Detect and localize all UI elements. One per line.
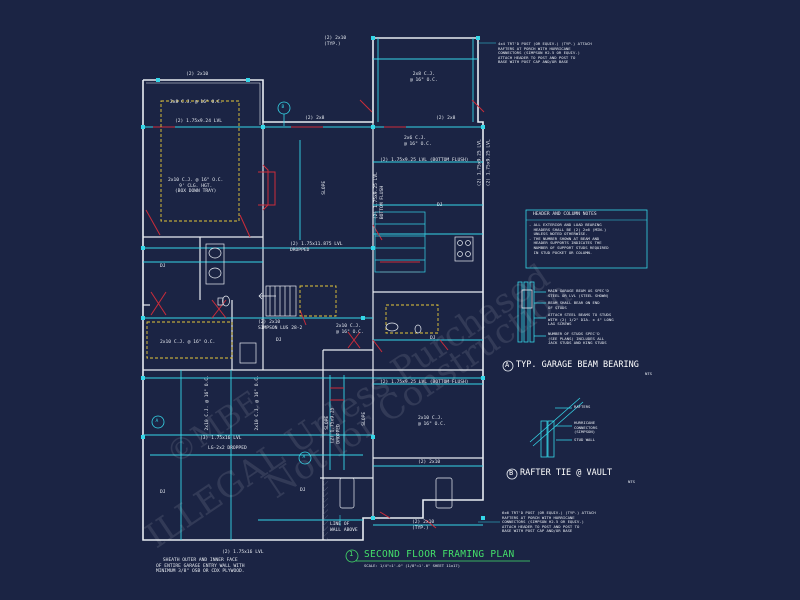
label-dj-4: DJ xyxy=(430,336,436,341)
hatched-wall xyxy=(323,478,328,540)
detail-b-note-1: RAFTERS xyxy=(574,404,591,409)
label-lvl-bottom-flush-1: (2) 1.75x9.25 LVL (BOTTOM FLUSH) xyxy=(380,158,469,163)
stair xyxy=(258,211,426,317)
label-cj-mid: 2x10 C.J. @ 16" O.C. xyxy=(336,324,364,335)
section-tag-b: B xyxy=(281,105,285,110)
header-notes-title: HEADER AND COLUMN NOTES xyxy=(533,212,597,217)
label-lvl-upper: (2) 1.75x9.24 LVL xyxy=(175,119,223,124)
label-vert-garage-1: 2x10 C.J. @ 16" O.C. xyxy=(204,375,210,431)
posts xyxy=(141,36,485,520)
label-top-header-mid: (2) 2x8 xyxy=(305,116,325,121)
label-lvl-dropped-mid: (2) 1.75x11.875 LVL DROPPED xyxy=(290,242,343,253)
label-lvl-bottom-flush-2: (2) 1.75x9.25 LVL (BOTTOM FLUSH) xyxy=(380,380,469,385)
label-cj-porch-top: 2x8 C.J. @ 16" O.C. xyxy=(410,72,438,83)
label-line-of-wall: LINE OF WALL ABOVE xyxy=(330,522,358,533)
detail-a-note-1: MAIN GARAGE BEAM AS SPEC'D STEEL OR LVL … xyxy=(548,288,609,298)
beam-lines xyxy=(143,38,483,540)
label-top-header-right: (2) 2x8 xyxy=(436,116,456,121)
label-dj-3: DJ xyxy=(276,338,282,343)
header-notes-body: - ALL EXTERIOR AND LOAD BEARING HEADERS … xyxy=(529,222,609,255)
detail-b-title: RAFTER TIE @ VAULT xyxy=(520,468,613,478)
exterior-walls xyxy=(142,37,484,541)
detail-b-scale: NTS xyxy=(628,479,636,484)
detail-a-tag: A xyxy=(505,361,510,369)
label-slope-1: SLOPE xyxy=(322,180,328,195)
drawing-title: SECOND FLOOR FRAMING PLAN xyxy=(364,549,515,560)
drawing-scale-note: SCALE: 1/4"=1'-0" (1/8"=1'-0" SHEET 11x1… xyxy=(364,563,461,568)
label-cj-tray: 2x10 C.J. @ 16" O.C. 9' CLG. HGT. (BOX D… xyxy=(168,178,224,195)
section-tag-a-left: A xyxy=(155,419,159,424)
label-hdr-bottom: (2) 2x10 (TYP.) xyxy=(412,520,435,531)
label-top-header-left: (2) 2x10 xyxy=(186,72,209,77)
label-vert-garage-2: 2x10 C.J. @ 16" O.C. xyxy=(254,375,260,431)
label-vert-right-1: (2) 1.75x9.25 LVL xyxy=(477,139,483,187)
leaders xyxy=(339,42,500,526)
label-glulam-garage: LG-2x2 DROPPED xyxy=(208,446,247,451)
label-cj-right-upper: 2x6 C.J. @ 16" O.C. xyxy=(404,136,432,147)
fixtures xyxy=(205,236,474,509)
label-lvl-bottom-left: (2) 1.75x16 LVL xyxy=(222,550,264,555)
tray-outlines xyxy=(146,100,439,359)
label-cj-left-mid: 2x10 C.J. @ 16" O.C. xyxy=(160,340,216,345)
detail-a-note-2: BEAM SHALL BEAR ON END OF STUDS xyxy=(548,300,600,310)
sheath-note: SHEATH OUTER AND INNER FACE OF ENTIRE GA… xyxy=(156,558,245,575)
detail-a-scale: NTS xyxy=(645,371,653,376)
label-vert-right-2: (2) 1.75x9.25 LVL xyxy=(486,139,492,187)
label-dj-2: DJ xyxy=(160,490,166,495)
section-tags xyxy=(151,101,312,465)
detail-a-note-4: NUMBER OF STUDS SPEC'D (SEE PLANS) INCLU… xyxy=(548,331,607,346)
detail-b-tag: B xyxy=(509,469,514,477)
label-hdr-lower-right: (2) 2x10 xyxy=(418,460,441,465)
detail-a-note-3: ATTACH STEEL BEAMS TO STUDS WITH (2) 1/2… xyxy=(548,312,614,327)
label-vert-lower-mid: (2) 1.75x9.25 DROPPED xyxy=(330,407,341,444)
detail-b-note-3: STUD WALL xyxy=(574,437,596,442)
label-vert-mid: (2) 1.75x9.25 LVL BOTTOM FLUSH xyxy=(373,172,385,220)
post-note-top: 4x4 TRT'D POST (OR EQUIV.) (TYP.) ATTACH… xyxy=(498,41,592,65)
post-note-bottom: 6x6 TRT'D POST (OR EQUIV.) (TYP.) ATTACH… xyxy=(502,510,596,534)
detail-b-drawing xyxy=(529,397,584,458)
label-lvl-garage: (3) 1.75x16 LVL xyxy=(200,436,242,441)
section-tag-a-right: A xyxy=(302,455,306,460)
drawing-title-number: 1 xyxy=(349,550,354,558)
label-typ-header: (2) 2x10 (TYP.) xyxy=(324,36,347,47)
header-notes-box xyxy=(525,209,648,269)
detail-a-title: TYP. GARAGE BEAM BEARING xyxy=(516,360,639,370)
label-dj-1: DJ xyxy=(437,203,443,208)
detail-a-drawing xyxy=(517,281,546,343)
label-dj-6: DJ xyxy=(300,488,306,493)
label-simpson-lus: (2) 2x10 SIMPSON LUS 28-2 xyxy=(258,320,303,331)
label-cj-right-lower: 2x10 C.J. @ 16" O.C. xyxy=(418,416,446,427)
label-cj-upper-left: 2x8 C.J. @ 16" O.C. xyxy=(170,100,223,105)
detail-b-note-2: HURRICANE CONNECTORS (SIMPSON) xyxy=(574,420,598,435)
label-slope-3: SLOPE xyxy=(362,411,368,426)
label-dj-5: DJ xyxy=(160,264,166,269)
